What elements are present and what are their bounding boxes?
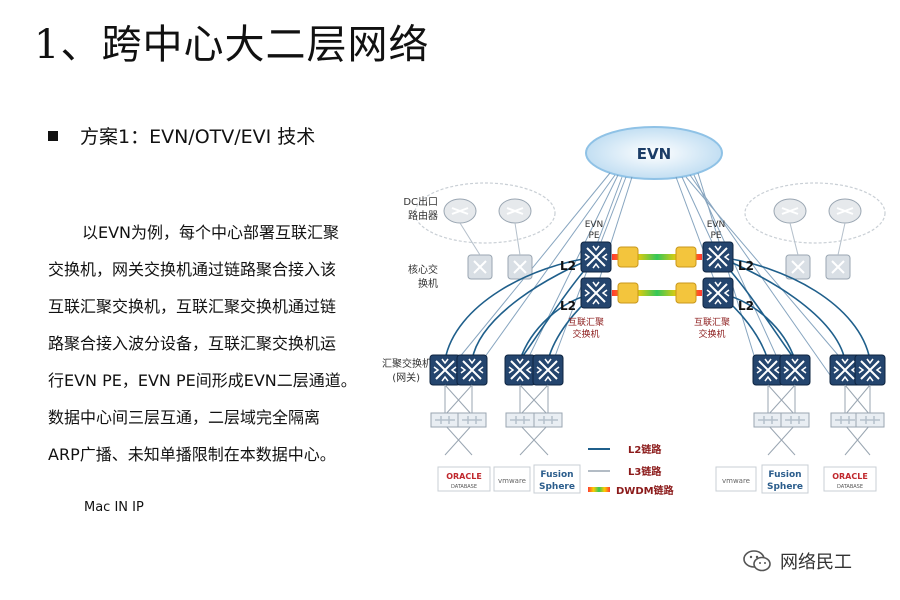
fusion-logo-text: Fusion <box>540 470 573 480</box>
left-dc-cloud <box>414 182 556 244</box>
logo-oracle-left: ORACLE DATABASE <box>437 466 491 492</box>
evn-pe-left-label-2: PE <box>588 231 599 241</box>
access-links <box>444 384 871 456</box>
paragraph-line: 数据中心间三层互通，二层域完全隔离 <box>48 408 321 427</box>
interconnect-switch-icon <box>702 241 734 273</box>
access-switch-icon <box>430 412 460 428</box>
description-paragraph: 以EVN为例，每个中心部署互联汇聚 交换机，网关交换机通过链路聚合接入该 互联汇… <box>48 214 357 473</box>
slide-title: 1、跨中心大二层网络 <box>34 22 430 68</box>
right-dc-cloud <box>744 182 886 244</box>
network-diagram: EVN DC出口 路由器 核心交 换机 EVN PE EVN P <box>382 126 886 497</box>
agg-switch-icon <box>752 354 784 386</box>
access-switch-icon <box>505 412 535 428</box>
access-switch-icon <box>457 412 487 428</box>
evn-pe-left-label-1: EVN <box>585 220 604 230</box>
interconnect-right-label-2: 交换机 <box>698 328 725 340</box>
interconnect-right-label-1: 互联汇聚 <box>694 317 730 328</box>
core-switch-icon <box>825 254 851 280</box>
agg-switch-icon <box>532 354 564 386</box>
agg-switch-icon <box>504 354 536 386</box>
agg-switch-label-2: (网关) <box>392 371 420 384</box>
access-switch-icon <box>533 412 563 428</box>
core-switch-icon <box>467 254 493 280</box>
logo-vmware-right: vmware <box>715 466 757 492</box>
logo-vmware-left: vmware <box>493 466 531 492</box>
agg-switch-icon <box>779 354 811 386</box>
core-switch-label-1: 核心交 <box>408 263 438 276</box>
sphere-logo-text: Sphere <box>767 482 803 492</box>
agg-switch-icon <box>854 354 886 386</box>
interconnect-switch-icon <box>702 277 734 309</box>
l2-tag: L2 <box>738 299 754 313</box>
bullet-square-icon <box>48 130 58 141</box>
core-switch-icon <box>785 254 811 280</box>
evn-pe-right-label-1: EVN <box>707 220 726 230</box>
paragraph-line: 行EVN PE，EVN PE间形成EVN二层通道。 <box>48 371 357 390</box>
interconnect-left-label-1: 互联汇聚 <box>568 317 604 328</box>
dc-router-icon <box>443 198 477 224</box>
agg-switch-icon <box>429 354 461 386</box>
vmware-logo-text: vmware <box>498 477 526 485</box>
logo-fusion-right: Fusion Sphere <box>761 464 809 494</box>
paragraph-line: 以EVN为例，每个中心部署互联汇聚 <box>82 223 340 242</box>
oracle-logo-text: ORACLE <box>832 472 868 481</box>
paragraph-line: 互联汇聚交换机，互联汇聚交换机通过链 <box>48 297 337 316</box>
agg-switch-label-1: 汇聚交换机 <box>382 357 432 370</box>
dc-router-icon <box>828 198 862 224</box>
evn-cloud <box>585 126 723 180</box>
access-switch-icon <box>753 412 783 428</box>
legend-dwdm-swatch <box>588 487 610 492</box>
oracle-logo-subtext: DATABASE <box>837 484 863 490</box>
core-switch-label-2: 换机 <box>418 277 438 290</box>
interconnect-left-label-2: 交换机 <box>572 328 599 340</box>
interconnect-switch-icon <box>580 241 612 273</box>
access-switch-icon <box>830 412 860 428</box>
access-switch-icon <box>855 412 885 428</box>
dc-router-label-2: 路由器 <box>408 209 438 222</box>
agg-switch-icon <box>456 354 488 386</box>
logo-fusion-left: Fusion Sphere <box>533 464 581 494</box>
bullet-text: 方案1：EVN/OTV/EVI 技术 <box>80 126 316 148</box>
dc-router-icon <box>773 198 807 224</box>
oracle-logo-subtext: DATABASE <box>451 484 477 490</box>
mac-in-ip-note: Mac IN IP <box>84 500 144 515</box>
dwdm-links <box>612 246 702 304</box>
legend-l3-label: L3链路 <box>628 465 662 478</box>
dc-router-icon <box>498 198 532 224</box>
legend-l2-label: L2链路 <box>628 443 662 456</box>
paragraph-line: ARP广播、未知单播限制在本数据中心。 <box>48 445 336 464</box>
sphere-logo-text: Sphere <box>539 482 575 492</box>
dc-router-label-1: DC出口 <box>403 195 438 208</box>
logo-oracle-right: ORACLE DATABASE <box>823 466 877 492</box>
wechat-icon <box>743 550 771 572</box>
fusion-logo-text: Fusion <box>768 470 801 480</box>
l2-tag: L2 <box>560 259 576 273</box>
l2-tag: L2 <box>560 299 576 313</box>
legend: L2链路 L3链路 DWDM链路 <box>588 443 675 497</box>
watermark-text: 网络民工 <box>780 552 852 573</box>
evn-cloud-label: EVN <box>637 145 671 163</box>
bullet-row: 方案1：EVN/OTV/EVI 技术 <box>48 122 315 149</box>
legend-dwdm-label: DWDM链路 <box>616 484 675 497</box>
paragraph-line: 路聚合接入波分设备，互联汇聚交换机运 <box>48 334 337 353</box>
interconnect-switch-icon <box>580 277 612 309</box>
paragraph-line: 交换机，网关交换机通过链路聚合接入该 <box>48 260 337 279</box>
access-switch-icon <box>780 412 810 428</box>
oracle-logo-text: ORACLE <box>446 472 482 481</box>
l2-tag: L2 <box>738 259 754 273</box>
evn-pe-right-label-2: PE <box>710 231 721 241</box>
l2-link-arcs <box>444 256 871 361</box>
vmware-logo-text: vmware <box>722 477 750 485</box>
core-gray-links <box>459 222 846 256</box>
watermark: 网络民工 <box>742 548 852 574</box>
